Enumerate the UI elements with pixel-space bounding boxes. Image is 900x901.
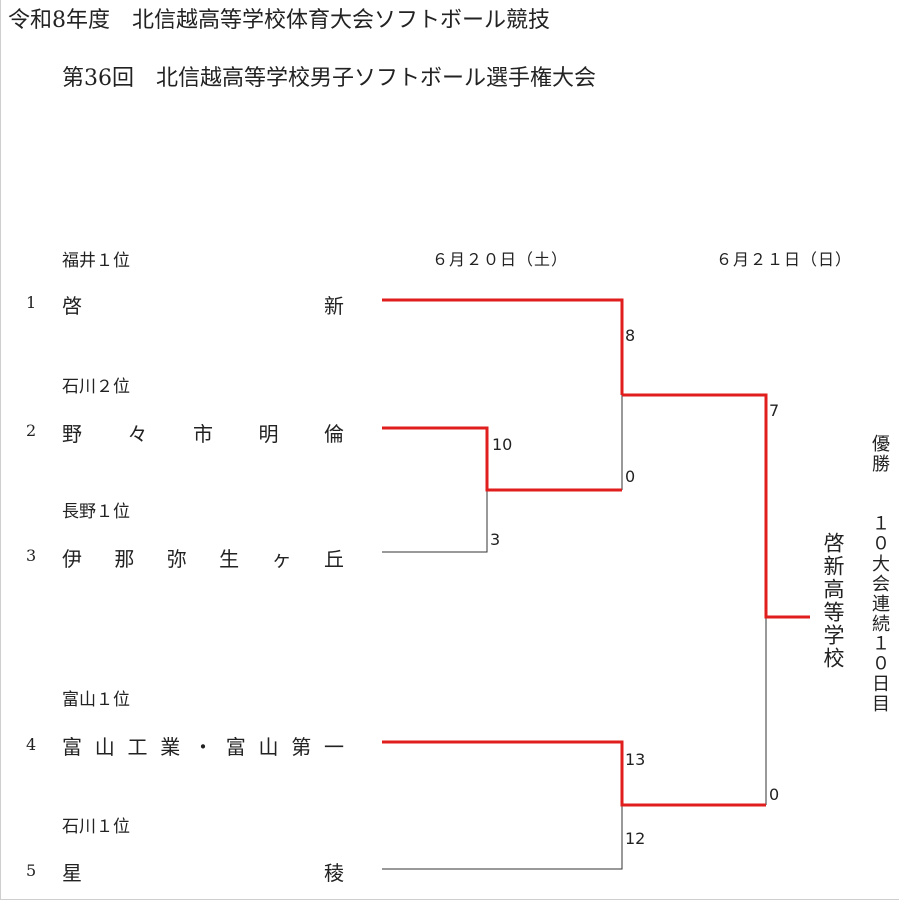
team4-char: 第 — [291, 735, 312, 759]
score-sf1-bottom: 0 — [625, 467, 636, 486]
champion-label: 優勝 — [869, 434, 890, 474]
team4-char: 山 — [258, 735, 279, 759]
q1-bottom-path — [382, 490, 488, 553]
team4-char: ・ — [193, 735, 213, 759]
team5-char: 稜 — [324, 861, 344, 885]
team3-name: 伊 那 弥 生 ヶ 丘 — [62, 543, 344, 572]
team2-name: 野 々 市 明 倫 — [62, 418, 344, 447]
team3-char: ヶ — [271, 547, 292, 571]
team2-win-path — [382, 426, 622, 492]
team2-char: 倫 — [324, 422, 344, 446]
score-sf2-top: 13 — [625, 750, 646, 769]
score-sf2-bottom: 12 — [625, 829, 646, 848]
score-final-top: 7 — [769, 401, 780, 420]
team3-char: 弥 — [166, 547, 187, 571]
team4-char: 富 — [62, 735, 82, 759]
team1-name: 啓 新 — [62, 290, 344, 319]
team2-char: 明 — [258, 422, 279, 446]
team3-char: 丘 — [323, 547, 344, 571]
team5-seed: 石川１位 — [62, 817, 130, 837]
losing-paths — [382, 395, 767, 870]
score-sf1-top: 8 — [625, 326, 636, 345]
team1-char: 啓 — [62, 294, 82, 318]
team5-number: 5 — [26, 861, 37, 880]
team2-char: 々 — [127, 422, 148, 446]
team4-number: 4 — [26, 735, 37, 754]
champion-record: １０大会連続１０日目 — [869, 514, 890, 714]
team5-char: 星 — [62, 861, 82, 885]
score-final-bottom: 0 — [769, 785, 780, 804]
team1-win-path — [382, 298, 624, 395]
winning-paths — [382, 298, 810, 807]
team2-char: 市 — [193, 422, 213, 446]
team3-char: 生 — [219, 547, 240, 571]
team1-seed: 福井１位 — [62, 251, 130, 271]
team4-seed: 富山１位 — [62, 690, 130, 710]
team5-name: 星 稜 — [62, 857, 344, 886]
score-q1-top: 10 — [492, 435, 513, 454]
team4-char: 山 — [94, 735, 115, 759]
team1-char: 新 — [324, 294, 344, 318]
score-q1-bottom: 3 — [490, 530, 501, 549]
team2-seed: 石川２位 — [62, 377, 130, 397]
sf2-bottom-path — [382, 805, 623, 870]
round2-date: ６月２１日（日） — [716, 250, 853, 269]
tournament-subtitle: 第36回 北信越高等学校男子ソフトボール選手権大会 — [62, 66, 596, 91]
team3-char: 那 — [114, 547, 135, 571]
final-win-path — [622, 393, 810, 619]
team4-name: 富 山 工 業 ・ 富 山 第 一 — [62, 731, 344, 760]
tournament-title: 令和8年度 北信越高等学校体育大会ソフトボール競技 — [8, 8, 550, 33]
team4-char: 一 — [324, 735, 344, 759]
team4-char: 業 — [160, 735, 181, 759]
team2-number: 2 — [26, 421, 37, 440]
team4-char: 工 — [127, 735, 148, 759]
team4-char: 富 — [225, 735, 246, 759]
champion-name: 啓新高等学校 — [821, 532, 845, 670]
team4-win-path — [382, 740, 766, 807]
team3-char: 伊 — [62, 547, 82, 571]
team3-seed: 長野１位 — [62, 502, 130, 522]
team2-char: 野 — [62, 422, 82, 446]
team1-number: 1 — [26, 293, 37, 312]
round1-date: ６月２０日（土） — [432, 250, 569, 269]
team3-number: 3 — [26, 546, 37, 565]
